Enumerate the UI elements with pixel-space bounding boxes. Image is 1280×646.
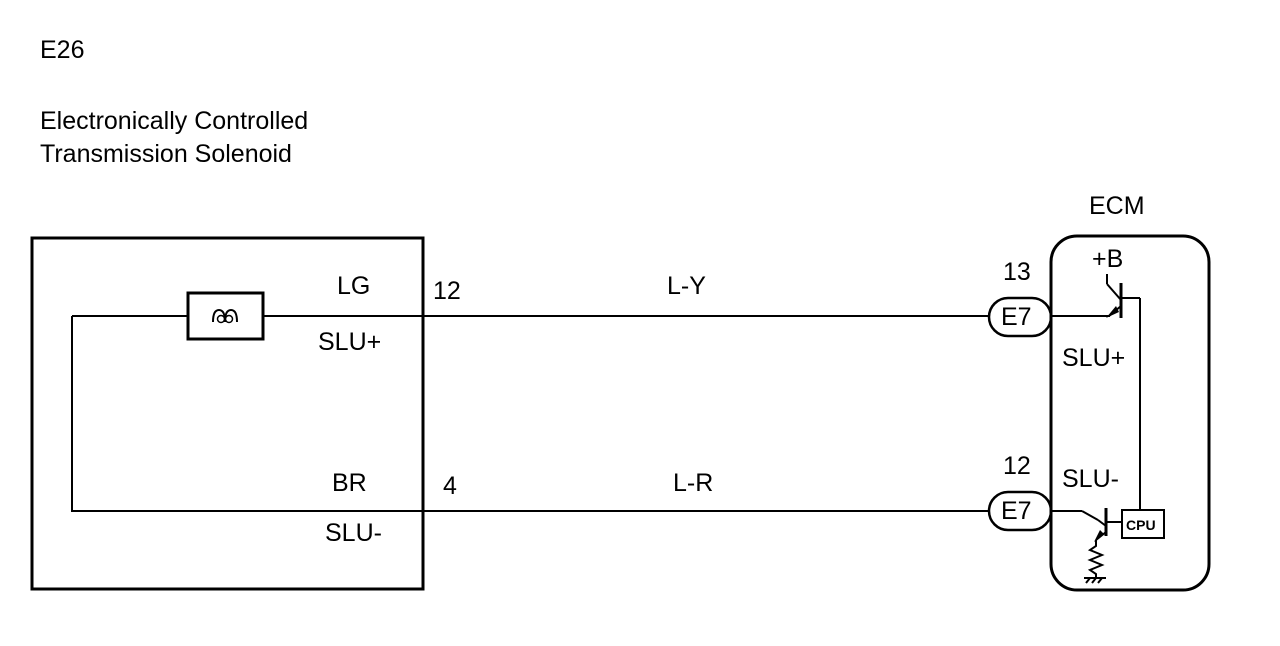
wire1-terminal-name: SLU+ bbox=[318, 328, 381, 356]
wire2-harness-color: L-R bbox=[673, 469, 713, 497]
solenoid-coil-icon bbox=[186, 291, 265, 341]
ecm-pin-slu-plus: SLU+ bbox=[1062, 344, 1125, 372]
wire1-ecm-pin: 13 bbox=[1003, 258, 1031, 286]
component-code: E26 bbox=[40, 36, 84, 64]
solenoid-component-box bbox=[30, 236, 425, 591]
connector-e7-top-label: E7 bbox=[1001, 303, 1032, 331]
wire1-harness-color: L-Y bbox=[667, 272, 706, 300]
wire2-terminal-name: SLU- bbox=[325, 519, 382, 547]
component-name-line2: Transmission Solenoid bbox=[40, 140, 292, 168]
ecm-label: ECM bbox=[1089, 192, 1145, 220]
connector-e7-bottom-label: E7 bbox=[1001, 497, 1032, 525]
ecm-pin-slu-minus: SLU- bbox=[1062, 465, 1119, 493]
ecm-supply-label: +B bbox=[1092, 245, 1123, 273]
cpu-label: CPU bbox=[1126, 517, 1156, 533]
wire1-component-pin: 12 bbox=[433, 277, 461, 305]
solenoid-internal-wire bbox=[71, 315, 423, 512]
connector-e7-bottom: E7 bbox=[987, 490, 1053, 532]
ecm-box bbox=[1049, 234, 1211, 592]
ecm-internal-circuit: CPU bbox=[1051, 274, 1165, 584]
connector-e7-top: E7 bbox=[987, 296, 1053, 338]
wire2-ecm-pin: 12 bbox=[1003, 452, 1031, 480]
wire1-color-code: LG bbox=[337, 272, 370, 300]
component-name-line1: Electronically Controlled bbox=[40, 107, 308, 135]
wire2-component-pin: 4 bbox=[443, 472, 457, 500]
wire2-color-code: BR bbox=[332, 469, 367, 497]
